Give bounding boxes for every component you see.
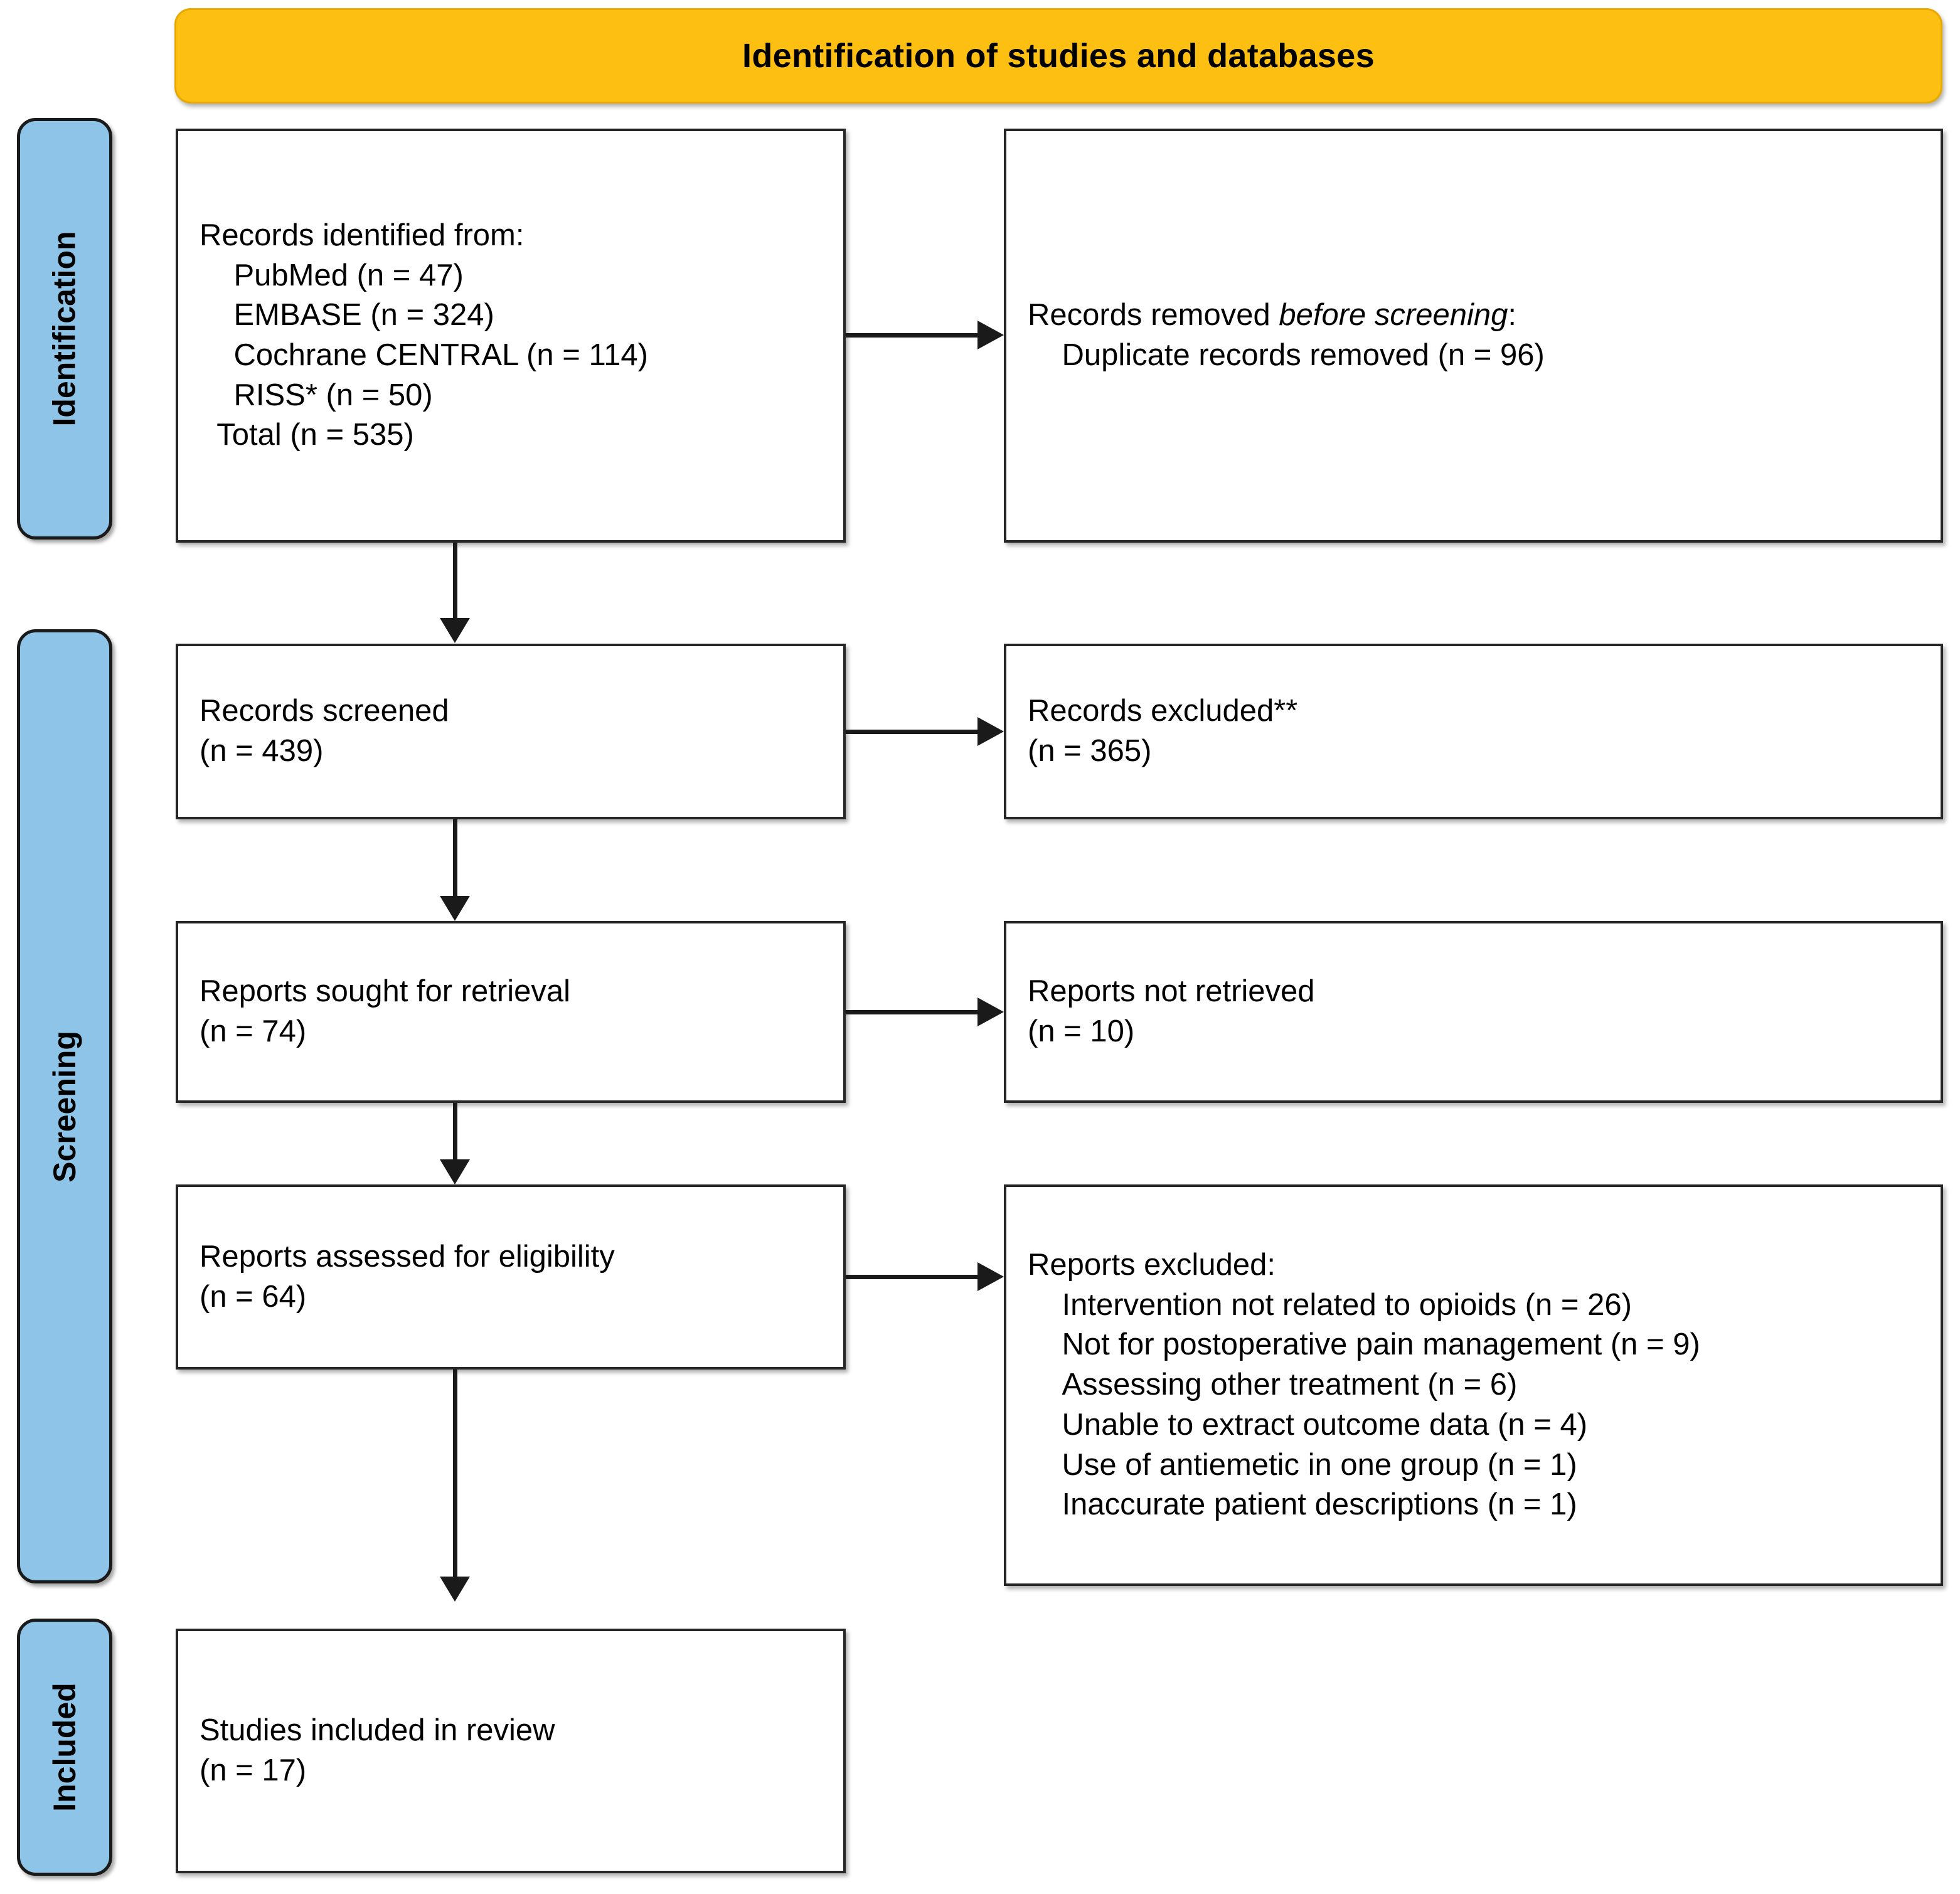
arrow-head-down-icon — [440, 1577, 470, 1602]
box-reports-assessed-text: Reports assessed for eligibility (n = 64… — [200, 1239, 615, 1314]
box-records-identified: Records identified from: PubMed (n = 47)… — [176, 129, 846, 543]
arrow-head-down-icon — [440, 1159, 470, 1184]
arrow-shaft — [846, 1275, 979, 1279]
arrow-shaft — [846, 333, 979, 338]
stage-tab-screening: Screening — [17, 629, 112, 1583]
arrow-shaft — [846, 730, 979, 734]
stage-tab-identification-label: Identification — [47, 231, 83, 427]
box-reports-sought-for-retrieval: Reports sought for retrieval (n = 74) — [176, 921, 846, 1103]
removed-line1-italic: before screening — [1279, 298, 1508, 333]
box-records-excluded: Records excluded** (n = 365) — [1004, 644, 1943, 819]
header-banner: Identification of studies and databases — [174, 8, 1942, 104]
stage-tab-included-label: Included — [47, 1683, 83, 1812]
arrow-shaft — [453, 819, 457, 896]
arrow-head-right-icon — [977, 717, 1004, 746]
box-records-removed-before-screening: Records removed before screening: Duplic… — [1004, 129, 1943, 543]
arrow-shaft — [453, 543, 457, 618]
box-studies-included-text: Studies included in review (n = 17) — [200, 1713, 555, 1787]
box-records-screened: Records screened (n = 439) — [176, 644, 846, 819]
arrow-shaft — [453, 1103, 457, 1159]
removed-line2: Duplicate records removed (n = 96) — [1028, 338, 1545, 372]
arrow-head-down-icon — [440, 618, 470, 643]
arrow-shaft — [846, 1010, 979, 1014]
stage-tab-identification: Identification — [17, 118, 112, 540]
arrow-head-down-icon — [440, 896, 470, 921]
arrow-head-right-icon — [977, 1262, 1004, 1291]
page-title: Identification of studies and databases — [742, 37, 1375, 75]
box-studies-included-in-review: Studies included in review (n = 17) — [176, 1629, 846, 1873]
arrow-shaft — [453, 1370, 457, 1577]
box-reports-assessed-for-eligibility: Reports assessed for eligibility (n = 64… — [176, 1184, 846, 1370]
box-records-excluded-text: Records excluded** (n = 365) — [1028, 694, 1298, 768]
box-reports-sought-text: Reports sought for retrieval (n = 74) — [200, 974, 570, 1048]
arrow-head-right-icon — [977, 321, 1004, 349]
arrow-head-right-icon — [977, 998, 1004, 1026]
stage-tab-screening-label: Screening — [47, 1030, 82, 1183]
box-records-screened-text: Records screened (n = 439) — [200, 694, 449, 768]
removed-line1-prefix: Records removed — [1028, 298, 1279, 333]
removed-line1-suffix: : — [1508, 298, 1516, 333]
stage-tab-included: Included — [17, 1619, 112, 1876]
box-reports-excluded: Reports excluded: Intervention not relat… — [1004, 1184, 1943, 1586]
box-reports-not-retrieved-text: Reports not retrieved (n = 10) — [1028, 974, 1315, 1048]
box-records-removed-text: Records removed before screening: Duplic… — [1006, 295, 1566, 375]
box-records-identified-text: Records identified from: PubMed (n = 47)… — [200, 218, 648, 452]
box-reports-not-retrieved: Reports not retrieved (n = 10) — [1004, 921, 1943, 1103]
box-reports-excluded-text: Reports excluded: Intervention not relat… — [1028, 1248, 1700, 1522]
